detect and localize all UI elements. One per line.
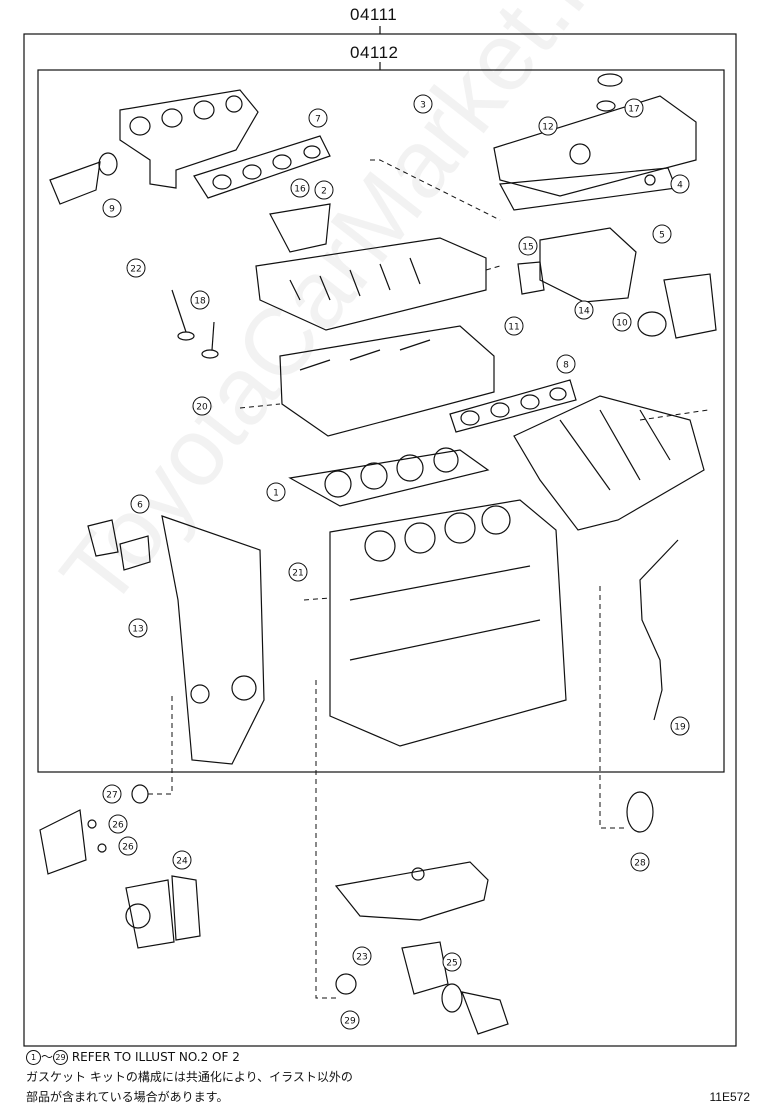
oil-level-gauge — [639, 539, 679, 721]
callout-label: 17 — [628, 105, 639, 115]
range-end-badge: 29 — [53, 1050, 69, 1065]
callout-label: 19 — [674, 723, 686, 733]
callout-15: 15 — [518, 236, 538, 256]
callout-7: 7 — [308, 108, 328, 128]
exhaust-manifold-gasket — [193, 135, 331, 199]
callout-17: 17 — [624, 98, 644, 118]
o-ring-29 — [335, 973, 357, 995]
callout-25: 25 — [442, 952, 462, 972]
callout-12: 12 — [538, 116, 558, 136]
callout-19: 19 — [670, 716, 690, 736]
callout-label: 26 — [112, 821, 124, 831]
callout-21: 21 — [288, 562, 308, 582]
callout-27: 27 — [102, 784, 122, 804]
water-pump — [125, 879, 175, 949]
callout-label: 1 — [273, 489, 279, 499]
footnote-jp-line2: 部品が含まれている場合があります。 — [26, 1090, 229, 1104]
callout-18: 18 — [190, 290, 210, 310]
callout-29: 29 — [340, 1010, 360, 1030]
footnote-jp-line1: ガスケット キットの構成には共通化により、イラスト以外の — [26, 1070, 353, 1084]
callout-label: 6 — [137, 501, 143, 511]
cylinder-head-gasket — [288, 449, 490, 507]
callout-14: 14 — [574, 300, 594, 320]
range-start-badge: 1 — [26, 1050, 41, 1065]
timing-chain-cover — [161, 515, 265, 765]
callout-23: 23 — [352, 946, 372, 966]
callout-label: 3 — [420, 101, 426, 111]
cylinder-head-cover — [493, 95, 697, 197]
camshaft-housing — [255, 237, 487, 331]
callout-20: 20 — [192, 396, 212, 416]
callout-10: 10 — [612, 312, 632, 332]
callout-label: 7 — [315, 115, 321, 125]
intake-manifold-gasket — [449, 379, 577, 433]
callout-3: 3 — [413, 94, 433, 114]
figure-reference: 11E572 — [709, 1090, 750, 1104]
callout-22: 22 — [126, 258, 146, 278]
cylinder-head — [279, 325, 495, 437]
exhaust-manifold — [119, 89, 259, 189]
inner-part-code: 04112 — [350, 43, 399, 62]
callout-26: 26 — [118, 836, 138, 856]
callout-label: 8 — [563, 361, 569, 371]
callout-label: 16 — [294, 185, 306, 195]
refer-text: REFER TO ILLUST NO.2 OF 2 — [71, 1050, 240, 1064]
callout-label: 10 — [616, 319, 628, 329]
callout-5: 5 — [652, 224, 672, 244]
callout-label: 4 — [677, 181, 683, 191]
callout-label: 18 — [194, 297, 206, 307]
engine-block — [329, 499, 567, 747]
gasket-15 — [517, 261, 545, 295]
callout-label: 29 — [344, 1017, 356, 1027]
callout-2: 2 — [314, 180, 334, 200]
callout-label: 27 — [106, 791, 117, 801]
callout-label: 22 — [130, 265, 141, 275]
callout-label: 23 — [356, 953, 367, 963]
rear-oil-seal — [626, 791, 654, 833]
water-pump-gasket — [171, 875, 201, 941]
callout-label: 26 — [122, 843, 134, 853]
oil-filler-cap — [597, 73, 623, 87]
callout-26: 26 — [108, 814, 128, 834]
callout-label: 2 — [321, 187, 327, 197]
callout-label: 25 — [446, 959, 457, 969]
callout-13: 13 — [128, 618, 148, 638]
seal-ring-9 — [98, 152, 118, 176]
inner-kit-frame — [37, 69, 725, 773]
outer-part-code: 04111 — [350, 5, 398, 24]
callout-label: 13 — [132, 625, 143, 635]
strainer-gasket — [441, 983, 463, 1013]
callout-11: 11 — [504, 316, 524, 336]
callout-24: 24 — [172, 850, 192, 870]
callout-label: 15 — [522, 243, 533, 253]
callout-label: 24 — [176, 857, 188, 867]
callout-label: 14 — [578, 307, 590, 317]
range-separator: ～ — [41, 1050, 54, 1064]
callout-4: 4 — [670, 174, 690, 194]
callout-28: 28 — [630, 852, 650, 872]
oil-pan — [334, 861, 489, 921]
throttle-body-gasket — [637, 311, 667, 337]
callout-label: 11 — [508, 323, 519, 333]
callout-label: 21 — [292, 569, 303, 579]
callout-label: 9 — [109, 205, 115, 215]
water-outlet-gasket — [119, 535, 151, 571]
callout-label: 28 — [634, 859, 646, 869]
callout-label: 12 — [542, 123, 553, 133]
callout-6: 6 — [130, 494, 150, 514]
callout-label: 20 — [196, 403, 208, 413]
callout-8: 8 — [556, 354, 576, 374]
callout-16: 16 — [290, 178, 310, 198]
outer-kit-frame — [23, 33, 737, 1047]
intake-manifold — [513, 395, 705, 531]
footnote-refer: 1～29 REFER TO ILLUST NO.2 OF 2 — [26, 1048, 240, 1065]
callout-label: 5 — [659, 231, 665, 241]
callout-9: 9 — [102, 198, 122, 218]
callout-1: 1 — [266, 482, 286, 502]
